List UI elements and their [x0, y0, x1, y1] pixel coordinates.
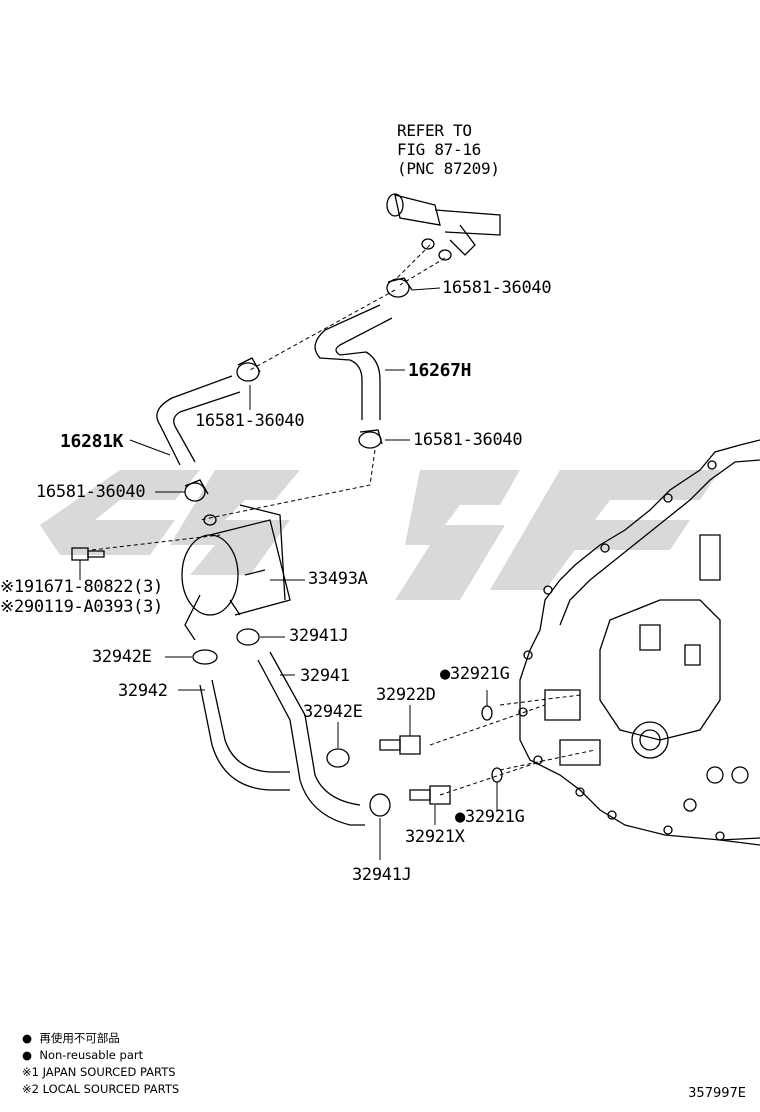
- part-label-bolt-japan[interactable]: ※191671-80822(3): [0, 577, 163, 597]
- legend-line-1: ● 再使用不可部品: [22, 1031, 120, 1045]
- refer-fitting: [386, 193, 501, 261]
- union-shapes: [379, 735, 451, 805]
- figure-number: 357997E: [688, 1086, 746, 1101]
- part-label-bolt-local[interactable]: ※290119-A0393(3): [0, 597, 163, 617]
- watermark-logo: [40, 470, 720, 600]
- part-label-hose-32941[interactable]: 32941: [300, 666, 350, 686]
- part-label-hose-16267h[interactable]: 16267H: [408, 360, 472, 381]
- dashed-leaders: [91, 244, 596, 796]
- refer-text-line-3: (PNC 87209): [397, 159, 500, 178]
- part-label-clamp-32941j-top[interactable]: 32941J: [289, 626, 349, 646]
- oring-shapes: [481, 705, 503, 783]
- part-label-union-32921x[interactable]: 32921X: [405, 827, 465, 847]
- part-label-clamp-16581-mid[interactable]: 16581-36040: [195, 411, 305, 431]
- oil-cooler-shape: [181, 504, 291, 641]
- part-label-clamp-32941j-bottom[interactable]: 32941J: [352, 865, 412, 885]
- label-leaders: [79, 287, 498, 860]
- part-label-clamp-16581-left[interactable]: 16581-36040: [36, 482, 146, 502]
- part-label-hose-32942[interactable]: 32942: [118, 681, 168, 701]
- bolt-shape: [71, 547, 105, 561]
- part-label-oring-32921g-lower[interactable]: ●32921G: [455, 807, 525, 827]
- legend-line-3: ※1 JAPAN SOURCED PARTS: [22, 1065, 176, 1079]
- legend-line-2: ● Non-reusable part: [22, 1048, 144, 1062]
- part-label-clamp-32942e-mid[interactable]: 32942E: [303, 702, 363, 722]
- part-label-hose-16281k[interactable]: 16281K: [60, 431, 124, 452]
- legend-line-4: ※2 LOCAL SOURCED PARTS: [22, 1082, 180, 1096]
- part-label-clamp-16581-top[interactable]: 16581-36040: [442, 278, 552, 298]
- part-label-cooler-33493a[interactable]: 33493A: [308, 569, 368, 589]
- part-label-clamp-32942e-left[interactable]: 32942E: [92, 647, 152, 667]
- hose-shapes: [156, 304, 393, 826]
- part-label-union-32922d[interactable]: 32922D: [376, 685, 436, 705]
- part-label-oring-32921g-upper[interactable]: ●32921G: [440, 664, 510, 684]
- transmission-case: [518, 439, 760, 846]
- refer-text-line-2: FIG 87-16: [397, 140, 481, 159]
- part-label-clamp-16581-right[interactable]: 16581-36040: [413, 430, 523, 450]
- refer-text-line-1: REFER TO: [397, 121, 472, 140]
